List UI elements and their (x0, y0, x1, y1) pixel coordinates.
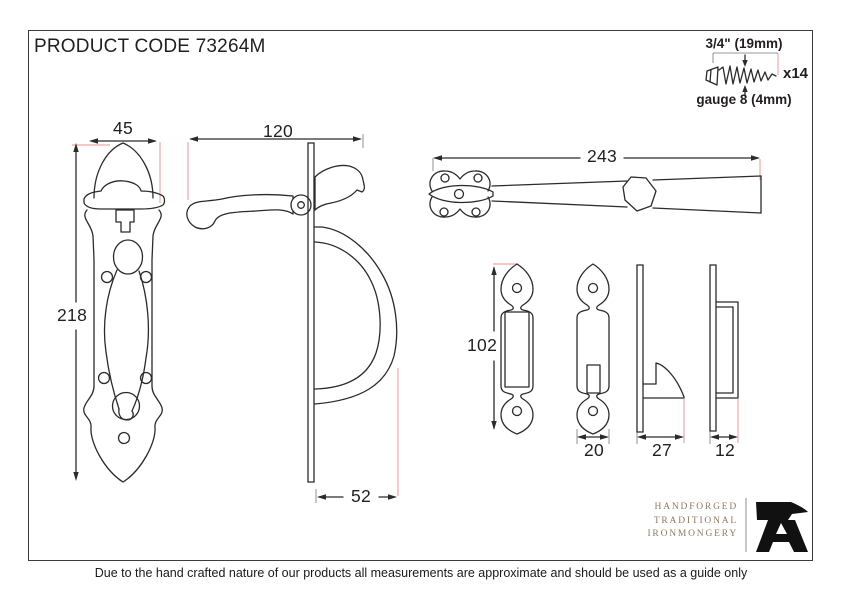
screw-hole (97, 371, 111, 385)
dimension-arrowheads (73, 60, 760, 500)
logo-line-1: HANDFORGED (654, 502, 738, 512)
drawing-border (28, 30, 813, 561)
dim-bar-length: 243 (583, 146, 621, 167)
screw-hole (440, 173, 450, 183)
dim-handle-projection: 52 (347, 486, 375, 507)
screw-hole (511, 405, 523, 417)
screw-hole (587, 282, 599, 294)
dim-striker-width: 20 (583, 440, 605, 460)
screw-hole (511, 282, 523, 294)
screw-hole (100, 270, 114, 284)
screw-icon (705, 54, 777, 97)
screw-hole (139, 371, 153, 385)
extension-lines (72, 53, 779, 496)
latch-catch-side-drawing (636, 264, 685, 433)
screw-hole (471, 207, 481, 217)
latch-bar-drawing (428, 170, 762, 218)
keeper-plate-drawing (500, 263, 534, 435)
dim-keeper-height: 102 (464, 335, 501, 356)
product-code-title: PRODUCT CODE 73264M (34, 36, 266, 57)
screw-hole (587, 405, 599, 417)
screw-length-label: 3/4" (19mm) (705, 36, 783, 51)
keeper-side-drawing (709, 264, 739, 432)
logo-line-2: TRADITIONAL (653, 515, 738, 526)
striker-plate-drawing (576, 263, 610, 435)
handle-side-drawing (186, 142, 398, 483)
logo-line-3: IRONMONGERY (647, 529, 738, 539)
dim-keeper-projection: 12 (714, 440, 736, 460)
screw-hole (473, 173, 483, 183)
dim-plate-width: 45 (112, 118, 134, 138)
screw-hole (117, 431, 131, 445)
disclaimer-text: Due to the hand crafted nature of our pr… (94, 566, 748, 580)
screw-quantity-label: x14 (783, 65, 809, 82)
pivot-hole (453, 188, 465, 200)
handle-plate-front-drawing (83, 142, 166, 483)
brand-logo-text: HANDFORGED TRADITIONAL IRONMONGERY (618, 501, 738, 542)
screw-hole (139, 270, 153, 284)
dim-lever-length: 120 (262, 121, 294, 141)
anvil-logo-icon (756, 502, 808, 552)
extension-ticks (315, 52, 778, 552)
bar-knob (622, 176, 657, 212)
screw-gauge-label: gauge 8 (4mm) (696, 92, 792, 107)
screw-hole (439, 207, 449, 217)
dim-catch-projection: 27 (651, 440, 673, 460)
dim-plate-height: 218 (54, 305, 91, 326)
